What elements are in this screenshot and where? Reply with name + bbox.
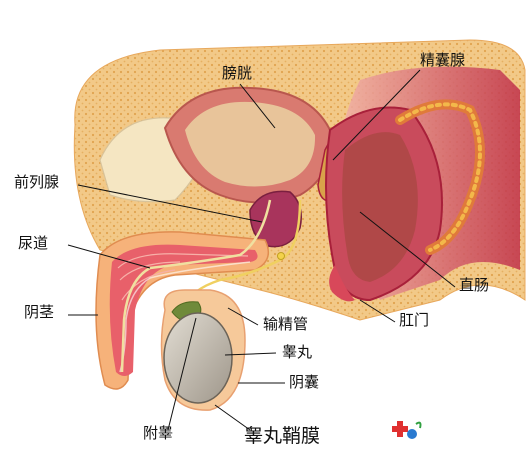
label-epididymis: 附睾 (143, 424, 174, 442)
label-urethra: 尿道 (18, 234, 49, 252)
site-logo (392, 421, 422, 439)
urethra-path (120, 199, 272, 373)
label-penis: 阴茎 (24, 303, 55, 321)
prostate-gland (249, 190, 302, 248)
bladder (163, 86, 332, 204)
label-tunica-vaginalis: 睾丸鞘膜 (244, 425, 321, 447)
label-vas-deferens: 输精管 (263, 315, 309, 333)
label-seminal-vesicle: 精囊腺 (420, 51, 466, 69)
penis (95, 231, 270, 390)
label-anus: 肛门 (399, 311, 430, 329)
rectum (325, 99, 485, 302)
label-bladder: 膀胱 (222, 64, 253, 82)
label-testis: 睾丸 (282, 343, 313, 361)
anal-canal (329, 265, 355, 302)
vas-deferens-dot (277, 252, 285, 260)
testis (163, 312, 233, 404)
leader-lines (67, 69, 456, 431)
label-prostate: 前列腺 (14, 173, 60, 191)
label-rectum: 直肠 (459, 276, 490, 294)
label-scrotum: 阴囊 (289, 373, 320, 391)
